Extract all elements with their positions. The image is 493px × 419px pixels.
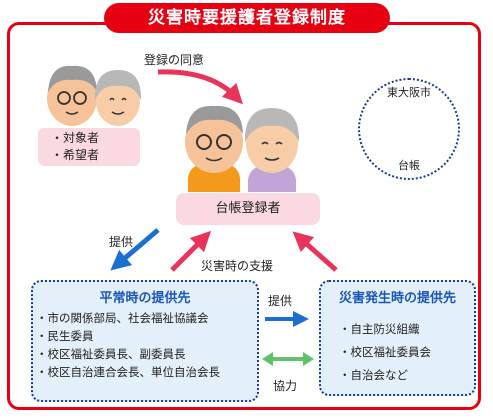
provide-mid-label: 提供	[268, 294, 293, 308]
disaster-time-item: ・自主防災組織	[339, 322, 420, 336]
ledger-label: 台帳	[398, 159, 420, 172]
disaster-time-item: ・校区福祉委員会	[339, 345, 431, 359]
consent-arrow	[157, 69, 243, 105]
disaster-time-box: 災害発生時の提供先 ・自主防災組織 ・校区福祉委員会 ・自治会など	[319, 280, 476, 396]
cooperation-label: 協力	[273, 379, 298, 393]
consent-label: 登録の同意	[144, 53, 205, 67]
normal-time-box: 平常時の提供先 ・市の関係部局、社会福祉協議会 ・民生委員 ・校区福祉委員長、副…	[31, 280, 259, 402]
city-name: 東大阪市	[387, 86, 431, 99]
applicant-item: ・対象者	[51, 131, 100, 145]
provide-label: 提供	[109, 235, 134, 249]
normal-time-item: ・校区福祉委員長、副委員長	[36, 347, 186, 361]
provide-arrow	[110, 228, 160, 271]
elderly-couple-icon	[47, 65, 142, 126]
ledger-registrant-box: 台帳登録者	[176, 193, 320, 225]
registrant-couple-icon	[185, 105, 300, 192]
applicant-item: ・希望者	[51, 148, 100, 162]
diagram-title: 災害時要援護者登録制度	[104, 3, 390, 33]
city-ledger-circle	[358, 78, 460, 180]
support-arrow-disaster	[292, 231, 338, 272]
normal-time-item: ・校区自治連合会長、単位自治会長	[36, 365, 220, 379]
cooperation-arrow	[262, 352, 314, 366]
disaster-time-title: 災害発生時の提供先	[338, 291, 456, 306]
normal-time-item: ・市の関係部局、社会福祉協議会	[36, 311, 209, 325]
normal-time-title: 平常時の提供先	[99, 291, 191, 306]
support-arrow-normal	[170, 230, 212, 272]
normal-time-item: ・民生委員	[36, 329, 94, 343]
support-label: 災害時の支援	[201, 259, 274, 273]
disaster-time-item: ・自治会など	[339, 368, 408, 382]
applicant-box: ・対象者 ・希望者	[38, 128, 140, 166]
